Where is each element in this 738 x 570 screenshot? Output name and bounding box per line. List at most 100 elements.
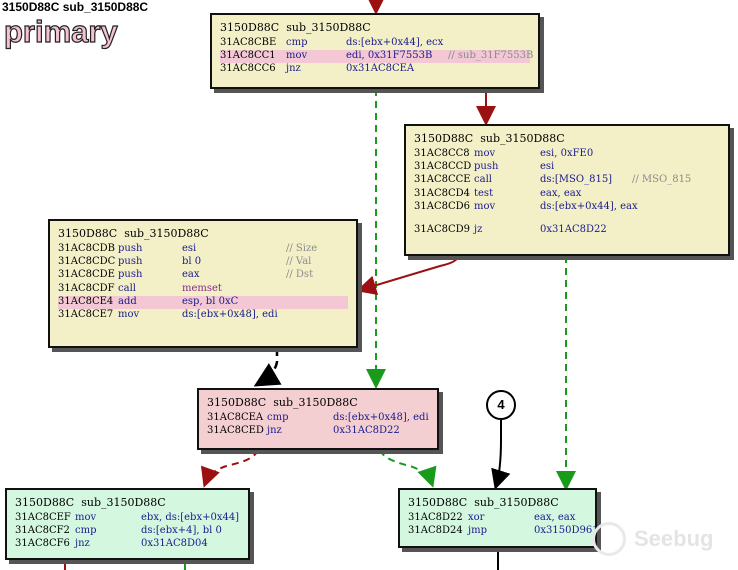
block-header: 3150D88C sub_3150D88C [207, 396, 358, 409]
mnemonic: jnz [267, 425, 282, 437]
mnemonic: mov [75, 512, 97, 523]
instruction-row[interactable]: 31AC8CD4 test eax, eax [414, 188, 720, 201]
operand: eax, eax [540, 187, 582, 199]
operand: ds:[ebx+0x48], edi [182, 308, 278, 320]
address: 31AC8CDE [58, 269, 115, 281]
instruction-row[interactable]: 31AC8CC8 mov esi, 0xFE0 [414, 148, 720, 161]
address: 31AC8CED [207, 425, 264, 437]
block-header: 3150D88C sub_3150D88C [220, 21, 371, 34]
comment: // MSO_815 [632, 174, 692, 186]
edge-circle-n6 [491, 420, 511, 490]
instruction-row[interactable]: 31AC8CE7 mov ds:[ebx+0x48], edi [58, 309, 348, 322]
address: 31AC8CBE [220, 37, 277, 48]
operand: ds:[ebx+0x44], eax [540, 200, 638, 212]
address: 31AC8CE4 [58, 295, 114, 307]
address: 31AC8CF2 [15, 525, 70, 537]
block-header: 3150D88C sub_3150D88C [58, 227, 209, 240]
address: 31AC8CDB [58, 243, 115, 254]
address: 31AC8CDF [58, 282, 115, 294]
address: 31AC8CD4 [414, 187, 470, 199]
block-header: 3150D88C sub_3150D88C [414, 132, 565, 145]
mnemonic: push [118, 256, 143, 268]
mnemonic: mov [474, 200, 496, 212]
address: 31AC8CD6 [414, 200, 470, 212]
address: 31AC8D24 [408, 525, 463, 537]
mnemonic: test [474, 187, 494, 199]
mnemonic: push [118, 243, 143, 254]
mnemonic: cmp [286, 37, 308, 48]
operand: ds:[ebx+0x48], edi [333, 412, 429, 423]
comment: // sub_31F7553B [448, 50, 534, 62]
operand: memset [182, 282, 222, 294]
operand: esp, bl 0xC [182, 295, 239, 307]
mnemonic: mov [286, 50, 308, 62]
watermark: Seebug [634, 526, 714, 551]
operand: bl 0 [182, 256, 202, 268]
mnemonic: xor [468, 512, 485, 523]
off-graph-node-circle[interactable]: 4 [486, 390, 516, 420]
mnemonic: push [118, 269, 143, 281]
operand: edi, 0x31F7553B [346, 50, 433, 62]
block-header: 3150D88C sub_3150D88C [408, 496, 559, 509]
operand: 0x31AC8D22 [333, 425, 400, 437]
function-label: 3150D88C sub_3150D88C [2, 0, 149, 14]
graph-header: 3150D88C sub_3150D88C [2, 0, 148, 14]
basic-block-31AC8CC8[interactable]: 3150D88C sub_3150D88C 31AC8CC8 mov esi, 0x… [404, 124, 730, 256]
instruction-row[interactable]: 31AC8CBE cmp ds:[ebx+0x44], ecx [220, 37, 530, 50]
address: 31AC8CD9 [414, 223, 470, 235]
address: 31AC8CC8 [414, 148, 470, 159]
operand: esi [540, 161, 555, 173]
address: 31AC8CDC [58, 256, 116, 268]
address: 31AC8CF6 [15, 538, 70, 550]
instruction-row-highlighted[interactable]: 31AC8CC1 mov edi, 0x31F7553B // sub_31F7553… [220, 50, 534, 64]
mnemonic: cmp [267, 412, 289, 423]
operand: esi, 0xFE0 [540, 148, 594, 159]
mnemonic: mov [474, 148, 496, 159]
operand: ebx, ds:[ebx+0x44] [141, 512, 240, 523]
edge-n3-n4 [253, 348, 282, 387]
mnemonic: call [118, 282, 136, 294]
edge-n4-n5 [200, 449, 259, 488]
address: 31AC8CC1 [220, 50, 276, 62]
comment: // Dst [286, 269, 314, 281]
address: 31AC8CE7 [58, 308, 114, 320]
mnemonic: add [118, 295, 137, 307]
instruction-row[interactable]: 31AC8CD6 mov ds:[ebx+0x44], eax [414, 201, 720, 214]
operand: ds:[ebx+0x44], ecx [346, 37, 444, 48]
operand: 0x31AC8CEA [346, 63, 415, 75]
address: 31AC8CEA [207, 412, 264, 423]
address: 31AC8CC6 [220, 63, 276, 75]
mnemonic: mov [118, 308, 140, 320]
operand: eax, eax [534, 512, 576, 523]
comment: // Size [286, 243, 318, 254]
operand: ds:[MSO_815] [540, 174, 613, 186]
mnemonic: cmp [75, 525, 97, 537]
mnemonic: call [474, 174, 492, 186]
operand: eax [182, 269, 200, 281]
operand: 0x31AC8D04 [141, 538, 208, 550]
instruction-row-highlighted[interactable]: 31AC8CE4 add esp, bl 0xC [58, 295, 348, 309]
basic-block-31AC8CBE[interactable]: 3150D88C sub_3150D88C 31AC8CBE cmp ds:[ebx… [210, 13, 540, 89]
operand: 0x31AC8D22 [540, 223, 607, 235]
operand: 0x3150D961 [534, 525, 599, 537]
